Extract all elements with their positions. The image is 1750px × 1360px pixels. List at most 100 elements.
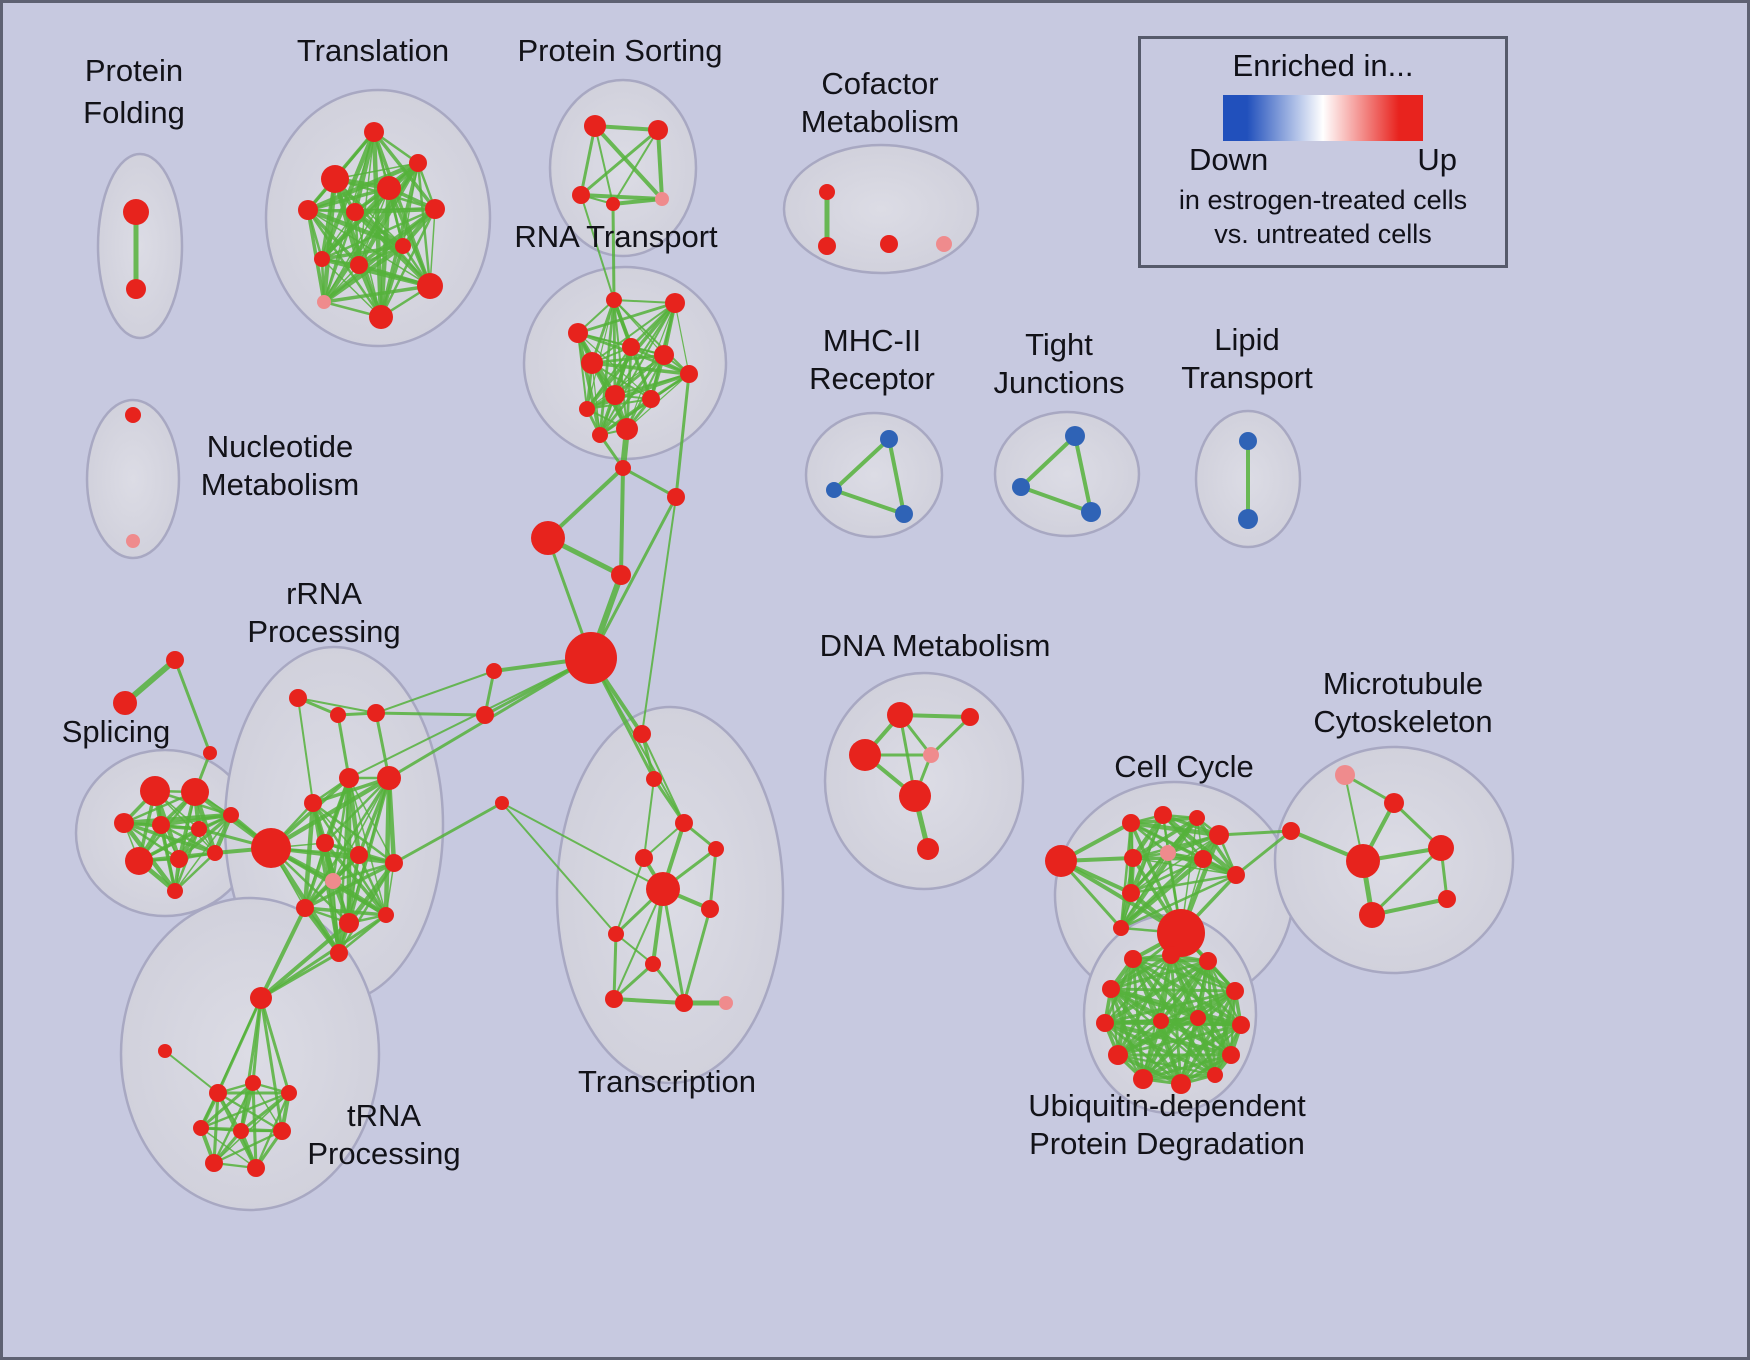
cluster-label: Transport [1181, 360, 1313, 395]
network-node-c7 [476, 706, 494, 724]
network-edge [374, 711, 487, 717]
network-node-t4 [346, 203, 364, 221]
network-node-lt1 [1239, 432, 1257, 450]
network-edge [252, 1082, 283, 1132]
network-edge [598, 397, 653, 437]
cluster-label: Lipid [1214, 322, 1280, 357]
network-node-sp4 [152, 816, 170, 834]
network-edge [1102, 958, 1211, 1026]
network-node-sp1 [140, 776, 170, 806]
network-node-ps3 [572, 186, 590, 204]
network-node-t11 [417, 273, 443, 299]
network-edge [1119, 873, 1238, 930]
network-edge [591, 362, 601, 436]
network-edge [1109, 959, 1210, 991]
cluster-label: Splicing [62, 714, 171, 749]
network-edge [392, 801, 504, 865]
network-edge [1103, 989, 1237, 1025]
network-node-ub11 [1171, 1074, 1191, 1094]
network-node-ub10 [1133, 1069, 1153, 1089]
network-edge [164, 1050, 219, 1094]
network-node-ub8 [1108, 1045, 1128, 1065]
network-node-rt1 [568, 323, 588, 343]
network-node-sp7 [125, 847, 153, 875]
cluster-label: Cofactor [821, 66, 938, 101]
network-node-ps4 [606, 197, 620, 211]
network-edge [320, 161, 420, 261]
network-node-rt12 [592, 427, 608, 443]
network-node-c8 [495, 796, 509, 810]
network-edge [212, 1129, 284, 1165]
network-edge [336, 713, 351, 780]
network-node-ub13 [1153, 1013, 1169, 1029]
network-node-tr9 [247, 1159, 265, 1177]
network-edge [1073, 434, 1093, 514]
network-edge [259, 951, 341, 1000]
network-node-tj1 [1065, 426, 1085, 446]
network-node-dm4 [923, 747, 939, 763]
network-edge [1118, 856, 1206, 931]
network-edge [259, 913, 388, 1000]
network-edge [331, 861, 396, 883]
network-node-sp5 [191, 821, 207, 837]
network-edge [297, 697, 314, 804]
network-node-tr7 [273, 1122, 291, 1140]
network-node-c2 [667, 488, 685, 506]
cluster-ellipse-cofactor-metabolism [782, 143, 980, 275]
network-node-rt9 [642, 390, 660, 408]
cluster-label: Metabolism [201, 467, 360, 502]
network-node-rr4 [251, 828, 291, 868]
cluster-ellipse-protein-folding [96, 152, 184, 340]
network-edge [612, 932, 618, 1001]
network-edge [1019, 485, 1093, 514]
network-node-tr8 [205, 1154, 223, 1172]
network-edge [586, 346, 632, 410]
network-edge [1109, 987, 1237, 993]
network-edge [611, 202, 616, 302]
network-edge [615, 857, 645, 935]
network-node-ub12 [1207, 1067, 1223, 1083]
network-edge [674, 372, 691, 499]
network-edge [1129, 873, 1238, 895]
network-node-sp9 [207, 845, 223, 861]
cluster-ellipse-trna-processing [119, 896, 381, 1212]
network-node-t12 [369, 305, 393, 329]
network-node-rt2 [606, 292, 622, 308]
network-edge [321, 258, 382, 318]
network-node-ub4 [1102, 980, 1120, 998]
network-node-tr4 [281, 1085, 297, 1101]
network-edge [613, 888, 664, 1000]
network-node-ta1 [113, 691, 137, 715]
network-edge [330, 878, 389, 918]
network-edge [586, 354, 665, 410]
network-edge [590, 298, 616, 365]
network-node-tx9 [645, 956, 661, 972]
network-node-ub7 [1232, 1016, 1250, 1034]
network-node-mhc2 [826, 482, 842, 498]
network-node-rr13 [339, 913, 359, 933]
network-edge [1109, 987, 1200, 1020]
network-edge [1108, 986, 1184, 1087]
network-edge [302, 800, 316, 911]
network-node-t2 [321, 165, 349, 193]
network-edge [297, 697, 377, 714]
network-node-rt5 [622, 338, 640, 356]
network-edge [887, 437, 906, 516]
network-node-c4 [611, 565, 631, 585]
nodes-layer [113, 115, 1456, 1177]
network-node-t3 [298, 200, 318, 220]
network-node-tr2 [209, 1084, 227, 1102]
network-node-ta2 [166, 651, 184, 669]
network-node-rr2 [330, 707, 346, 723]
network-edge [239, 1091, 291, 1133]
network-node-rr10 [385, 854, 403, 872]
network-node-ps1 [584, 115, 606, 137]
network-edge [579, 128, 660, 197]
network-node-cm2 [818, 237, 836, 255]
network-node-cc5 [1124, 849, 1142, 867]
legend-caption-line1: in estrogen-treated cells [1178, 185, 1468, 215]
network-node-tx6 [646, 872, 680, 906]
network-node-t9 [350, 256, 368, 274]
network-node-tx2 [646, 771, 662, 787]
network-edge [612, 129, 659, 205]
